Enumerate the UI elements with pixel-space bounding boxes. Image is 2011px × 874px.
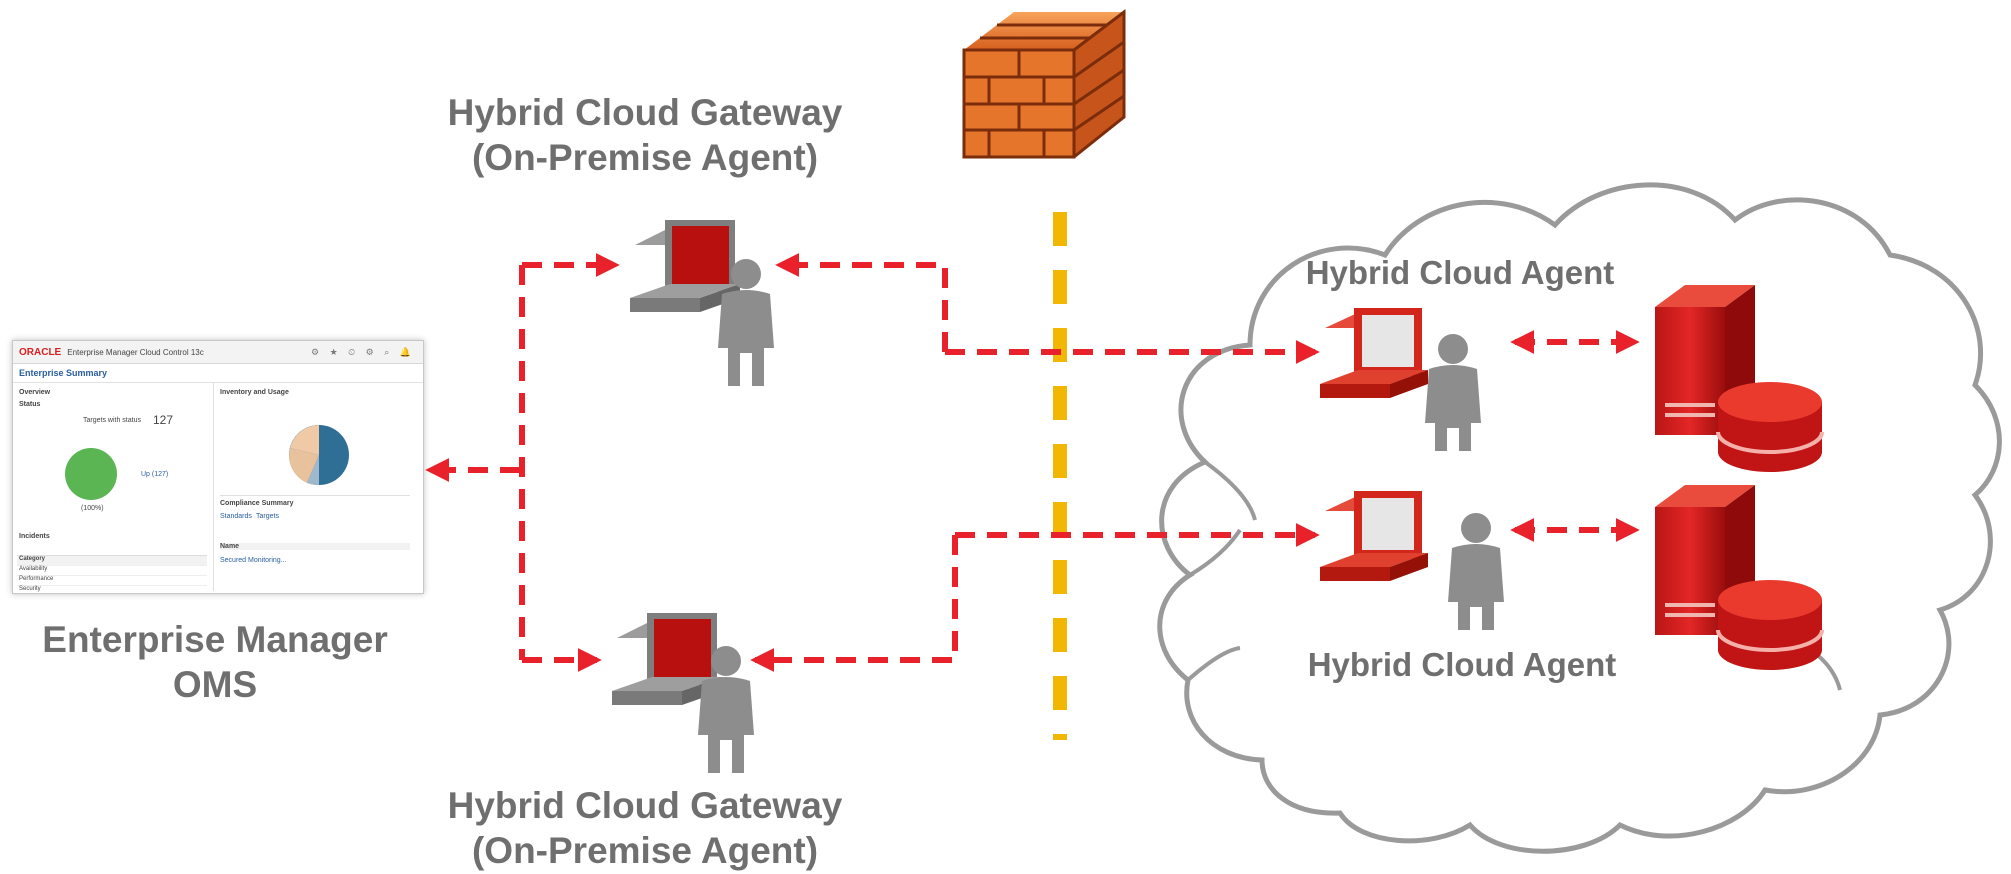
person-icon-gateway-bottom: [698, 646, 754, 773]
em-incidents-row: Availability: [17, 566, 207, 576]
label-gateway-top-line2: (On-Premise Agent): [471, 137, 819, 179]
em-right-panel: Inventory and Usage Compliance Summary S…: [214, 383, 423, 591]
database-icon-bottom: [1716, 580, 1824, 670]
connector-gateway-top-to-agent: [775, 253, 948, 352]
label-gateway-bottom-line2: (On-Premise Agent): [471, 830, 819, 872]
em-incidents-row: Performance: [17, 576, 207, 586]
gateway-workstation-icon-top: [630, 220, 740, 312]
person-icon-agent-bottom: [1448, 513, 1504, 630]
em-compliance-table-header: Name: [220, 543, 410, 550]
database-icon-top: [1716, 382, 1824, 472]
em-overview-label: Overview: [19, 389, 51, 396]
label-gateway-top: Hybrid Cloud Gateway (On-Premise Agent): [345, 90, 945, 180]
connectors: [425, 253, 1640, 672]
em-product-name: Enterprise Manager Cloud Control 13c: [67, 347, 204, 357]
person-icon-gateway-top: [718, 259, 774, 386]
em-status-label: Status: [19, 401, 41, 408]
em-targets-with-status: Targets with status: [83, 417, 141, 424]
em-status-donut: [65, 448, 117, 500]
label-em-oms: Enterprise Manager OMS: [0, 617, 475, 707]
em-inventory-pie: [289, 425, 349, 486]
connector-gateway-bottom-to-agent: [750, 535, 958, 672]
label-em-oms-line1: Enterprise Manager: [42, 619, 388, 660]
em-up-percent: (100%): [81, 505, 104, 512]
label-hybrid-agent-top: Hybrid Cloud Agent: [1305, 254, 1615, 291]
label-gateway-bottom: Hybrid Cloud Gateway (On-Premise Agent): [345, 783, 945, 873]
person-icon-agent-top: [1425, 334, 1481, 451]
em-compliance-row: Secured Monitoring...: [220, 557, 287, 564]
em-brand-logo: ORACLE: [19, 346, 62, 358]
label-hybrid-agent-bottom: Hybrid Cloud Agent: [1307, 646, 1617, 683]
em-incidents-table-header: Category: [17, 556, 207, 566]
agent-workstation-icon-bottom: [1320, 491, 1428, 581]
em-page-title: Enterprise Summary: [19, 368, 108, 378]
em-compliance-tab-standards[interactable]: Standards: [220, 513, 252, 520]
label-gateway-top-line1: Hybrid Cloud Gateway: [447, 92, 843, 133]
em-screenshot: ORACLE Enterprise Manager Cloud Control …: [12, 340, 424, 594]
em-inventory-title: Inventory and Usage: [220, 389, 289, 396]
em-toolbar-icons: ⚙ ★ ⏲ ⚙ ⌕ 🔔: [311, 346, 415, 357]
agent-workstation-icon-top: [1320, 308, 1428, 398]
em-topbar: ORACLE Enterprise Manager Cloud Control …: [13, 341, 423, 364]
em-left-panel: Overview Status Targets with status 127 …: [13, 383, 214, 593]
em-incidents-label: Incidents: [19, 533, 50, 540]
em-up-count: Up (127): [141, 471, 169, 478]
label-em-oms-line2: OMS: [172, 664, 258, 706]
em-status-count: 127: [153, 413, 174, 427]
em-incidents-table: Category Availability Performance Securi…: [17, 555, 207, 593]
em-page-title-bar: Enterprise Summary: [13, 364, 423, 383]
em-incidents-row: Security: [17, 586, 207, 593]
label-gateway-bottom-line1: Hybrid Cloud Gateway: [447, 785, 843, 826]
em-compliance-title: Compliance Summary: [220, 495, 410, 507]
em-compliance-tab-targets[interactable]: Targets: [256, 513, 279, 520]
firewall-icon: [962, 8, 1126, 159]
